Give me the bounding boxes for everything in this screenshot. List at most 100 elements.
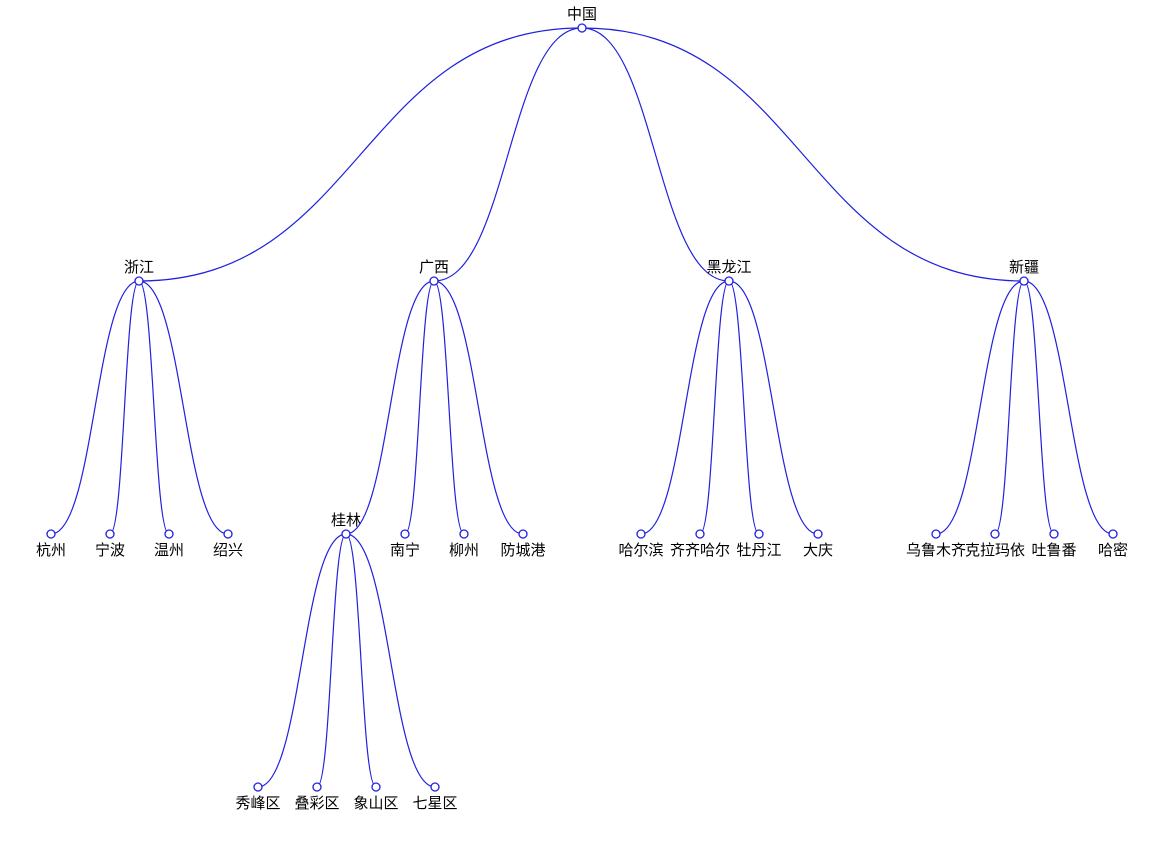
tree-node-leaf[interactable]: 柳州 <box>449 529 479 559</box>
tree-link <box>109 280 140 535</box>
tree-node-leaf[interactable]: 南宁 <box>390 529 420 559</box>
node-label: 秀峰区 <box>235 794 280 812</box>
tree-node-leaf[interactable]: 吐鲁番 <box>1031 529 1077 559</box>
tree-node-leaf[interactable]: 大庆 <box>803 529 833 559</box>
tree-node-leaf[interactable]: 秀峰区 <box>235 782 281 812</box>
node-label: 哈密 <box>1098 541 1128 559</box>
node-circle[interactable] <box>105 529 115 539</box>
node-label: 象山区 <box>353 794 398 812</box>
tree-node-internal[interactable]: 浙江 <box>124 258 154 286</box>
tree-link <box>138 280 229 535</box>
tree-node-leaf[interactable]: 绍兴 <box>213 529 243 559</box>
node-circle[interactable] <box>1019 276 1029 286</box>
node-label: 防城港 <box>500 541 545 559</box>
node-circle[interactable] <box>223 529 233 539</box>
tree-link <box>581 27 730 282</box>
node-circle[interactable] <box>430 782 440 792</box>
tree-node-leaf[interactable]: 宁波 <box>95 529 125 559</box>
node-label: 吐鲁番 <box>1031 541 1076 559</box>
node-label: 中国 <box>567 5 597 23</box>
tree-node-leaf[interactable]: 牡丹江 <box>736 529 782 559</box>
node-circle[interactable] <box>518 529 528 539</box>
node-circle[interactable] <box>46 529 56 539</box>
tree-link <box>728 280 760 535</box>
tree-link <box>935 280 1025 535</box>
tree-node-internal[interactable]: 中国 <box>567 5 597 33</box>
tree-node-internal[interactable]: 新疆 <box>1009 258 1039 286</box>
tree-link <box>581 27 1025 282</box>
tree-link <box>345 533 436 788</box>
node-circle[interactable] <box>371 782 381 792</box>
node-label: 杭州 <box>36 541 66 559</box>
node-circle[interactable] <box>636 529 646 539</box>
node-label: 乌鲁木齐 <box>906 541 966 559</box>
node-label: 七星区 <box>412 794 457 812</box>
node-label: 齐齐哈尔 <box>670 541 730 559</box>
node-label: 桂林 <box>331 511 361 529</box>
tree-link <box>699 280 730 535</box>
tree-link <box>257 533 347 788</box>
tree-node-leaf[interactable]: 象山区 <box>353 782 399 812</box>
node-circle[interactable] <box>577 23 587 33</box>
node-label: 克拉玛依 <box>965 541 1025 559</box>
node-circle[interactable] <box>429 276 439 286</box>
node-label: 浙江 <box>124 258 154 276</box>
tree-node-leaf[interactable]: 乌鲁木齐 <box>906 529 966 559</box>
node-label: 叠彩区 <box>294 794 339 812</box>
tree-node-leaf[interactable]: 温州 <box>154 529 184 559</box>
node-label: 宁波 <box>95 541 125 559</box>
tree-node-leaf[interactable]: 哈尔滨 <box>618 529 664 559</box>
node-circle[interactable] <box>695 529 705 539</box>
tree-link <box>345 280 435 535</box>
node-circle[interactable] <box>1108 529 1118 539</box>
tree-link <box>640 280 730 535</box>
node-label: 哈尔滨 <box>618 541 663 559</box>
tree-link <box>433 280 465 535</box>
node-label: 温州 <box>154 541 184 559</box>
node-circle[interactable] <box>400 529 410 539</box>
links <box>50 27 1114 788</box>
node-circle[interactable] <box>312 782 322 792</box>
tree-node-leaf[interactable]: 克拉玛依 <box>965 529 1025 559</box>
tree-node-leaf[interactable]: 哈密 <box>1098 529 1128 559</box>
node-label: 绍兴 <box>213 541 243 559</box>
tree-link <box>316 533 347 788</box>
node-label: 大庆 <box>803 541 833 559</box>
node-label: 黑龙江 <box>706 258 751 276</box>
node-circle[interactable] <box>459 529 469 539</box>
tree-node-leaf[interactable]: 叠彩区 <box>294 782 340 812</box>
node-circle[interactable] <box>931 529 941 539</box>
tree-node-internal[interactable]: 黑龙江 <box>706 258 752 286</box>
node-circle[interactable] <box>253 782 263 792</box>
node-circle[interactable] <box>134 276 144 286</box>
tree-node-leaf[interactable]: 七星区 <box>412 782 458 812</box>
node-circle[interactable] <box>990 529 1000 539</box>
node-circle[interactable] <box>754 529 764 539</box>
tree-link <box>138 27 583 282</box>
node-circle[interactable] <box>164 529 174 539</box>
node-circle[interactable] <box>813 529 823 539</box>
node-label: 新疆 <box>1009 258 1039 276</box>
tree-link <box>138 280 170 535</box>
tree-link <box>404 280 435 535</box>
tree-link <box>433 27 583 282</box>
node-label: 广西 <box>419 258 449 276</box>
node-circle[interactable] <box>724 276 734 286</box>
tree-link <box>728 280 819 535</box>
tree-link <box>994 280 1025 535</box>
nodes: 杭州 宁波 温州 绍兴 浙江秀峰区叠彩区象山区七星区 桂林南宁 柳州 防城港 广西哈尔滨齐齐哈尔… <box>36 5 1128 812</box>
node-circle[interactable] <box>1049 529 1059 539</box>
tree-node-leaf[interactable]: 齐齐哈尔 <box>670 529 730 559</box>
tree-node-leaf[interactable]: 防城港 <box>500 529 546 559</box>
node-label: 柳州 <box>449 541 479 559</box>
tree-link <box>433 280 524 535</box>
tree-node-internal[interactable]: 广西 <box>419 258 449 286</box>
node-circle[interactable] <box>341 529 351 539</box>
tree-node-leaf[interactable]: 杭州 <box>36 529 66 559</box>
tree-link <box>1023 280 1055 535</box>
tree-node-internal[interactable]: 桂林 <box>331 511 361 539</box>
node-label: 南宁 <box>390 541 420 559</box>
tree-link <box>1023 280 1114 535</box>
tree-link <box>50 280 140 535</box>
